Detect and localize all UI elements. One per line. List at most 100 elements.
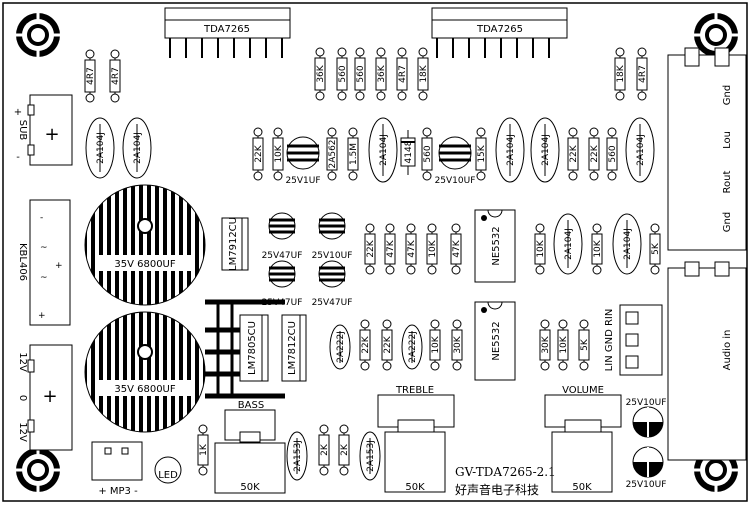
opamp-2: NE5532 <box>474 301 516 381</box>
resistor: 30K <box>539 319 551 371</box>
svg-text:+: + <box>44 124 59 145</box>
out-pin-2: Lou <box>722 131 733 149</box>
big-cap-1: 35V 6800UF <box>84 184 206 306</box>
resistor-label: 1.5M <box>349 143 359 165</box>
resistor-label: 560 <box>423 145 433 162</box>
mid-cap-1-label: 25V47UF <box>262 251 303 261</box>
film-capacitor: 2A104J <box>530 117 560 183</box>
film-capacitor: 2A153J <box>286 431 308 481</box>
resistor-label: 22K <box>569 144 579 162</box>
resistor: 10K <box>429 319 441 371</box>
resistor: 10K <box>534 223 546 275</box>
sub-label: SUB <box>17 120 28 141</box>
resistor: 22K <box>364 223 376 275</box>
film-cap-label: 2A222J <box>336 331 346 363</box>
elec-cap-1uf: 25V1UF <box>285 136 321 186</box>
resistor: 30K <box>451 319 463 371</box>
heatsink-icon <box>205 299 285 399</box>
resistor-label: 47K <box>407 239 417 257</box>
film-cap-label: 2A104J <box>636 134 646 166</box>
regulator-7912: LM7912CU <box>221 217 249 271</box>
right-cap-1: 25V10UF <box>626 398 666 438</box>
big-cap-1-label: 35V 6800UF <box>114 259 176 270</box>
sub-plus-label: + <box>14 107 22 118</box>
resistor: 22K <box>567 127 579 181</box>
mp3-connector[interactable]: + MP3 - <box>91 441 143 497</box>
op1-label: NE5532 <box>491 226 502 265</box>
film-cap-label: 2A153J <box>293 440 303 472</box>
resistor: 560 <box>354 47 366 101</box>
v0-label: 0 <box>17 395 28 401</box>
resistor-label: 2K <box>320 443 330 456</box>
mp3-label: + MP3 - <box>98 486 138 497</box>
volume-pot[interactable]: VOLUME 50K <box>544 385 622 493</box>
treble-value: 50K <box>405 482 425 493</box>
elec1-label: 25V1UF <box>285 176 320 186</box>
resistor: 22K <box>359 319 371 371</box>
led-icon: LED <box>154 456 182 484</box>
resistor: 47K <box>384 223 396 275</box>
ic2-label: TDA7265 <box>476 24 523 35</box>
elec-cap-10uf: 25V10UF <box>435 136 476 186</box>
film-capacitor: 2A104J <box>122 117 152 179</box>
resistor-label: 22K <box>366 239 376 257</box>
resistor-label: 18K <box>616 64 626 82</box>
op2-label: NE5532 <box>491 321 502 360</box>
volume-value: 50K <box>572 482 592 493</box>
resistor-label: 22K <box>590 144 600 162</box>
mid-cap-2-label: 25V10UF <box>312 251 353 261</box>
resistor-label: 4R7 <box>638 65 648 83</box>
resistor: 560 <box>336 47 348 101</box>
resistor: 10K <box>426 223 438 275</box>
resistor-label: 22K <box>361 335 371 353</box>
resistor: 36K <box>375 47 387 101</box>
film-cap-label: 2A104J <box>564 228 574 260</box>
resistor: 18K <box>417 47 429 101</box>
audio-in-connector[interactable]: Audio in <box>667 261 747 461</box>
film-capacitor: 2A222J <box>401 324 423 370</box>
resistor-label: 10K <box>536 239 546 257</box>
resistor-label: 47K <box>386 239 396 257</box>
bridge-rectifier: KBL406 - ~ ~ + + <box>17 199 71 326</box>
treble-label: TREBLE <box>395 385 434 396</box>
resistor: 4R7 <box>396 47 408 101</box>
resistor-label: 10K <box>274 144 284 162</box>
resistor-label: 10K <box>559 335 569 353</box>
output-connector[interactable]: Gnd Lou Rout Gnd <box>667 47 747 251</box>
film-capacitor: 2A104J <box>625 117 655 183</box>
amp-chip-2: TDA7265 <box>431 7 568 58</box>
input-connector[interactable]: LIN GND RIN <box>604 304 663 376</box>
film-cap-label: 2A153J <box>366 440 376 472</box>
film-cap-label: 2A104J <box>506 134 516 166</box>
resistor: 560 <box>421 127 433 181</box>
svg-text:~: ~ <box>40 243 48 253</box>
maker-text: 好声音电子科技 <box>455 482 539 497</box>
mid-cap-3-label: 25V47UF <box>262 298 303 308</box>
resistor: 4R7 <box>636 47 648 101</box>
film-capacitor: 2A153J <box>359 431 381 481</box>
resistor: 1.5M <box>347 127 359 181</box>
film-capacitor: 2A104J <box>85 117 115 179</box>
out-pin-4: Gnd <box>722 212 733 232</box>
resistor-label: 30K <box>541 335 551 353</box>
elec2-label: 25V10UF <box>435 176 476 186</box>
film-capacitor: 2A222J <box>329 324 351 370</box>
resistor: 10K <box>591 223 603 275</box>
bass-pot[interactable]: BASS 50K <box>214 400 286 494</box>
audio-in-label: Audio in <box>722 330 733 371</box>
film-capacitor: 2A104J <box>612 213 642 275</box>
resistor: 5K <box>578 319 590 371</box>
v12-label: 12V <box>17 352 28 372</box>
resistor-label: 22K <box>254 144 264 162</box>
svg-text:+: + <box>42 386 57 407</box>
treble-pot[interactable]: TREBLE 50K <box>377 385 455 493</box>
resistor-label: 30K <box>453 335 463 353</box>
mid-cap-1: 25V47UF <box>262 212 303 261</box>
kbl-label: KBL406 <box>17 243 28 281</box>
resistor: 47K <box>405 223 417 275</box>
bridge-plus-label: + <box>38 311 46 321</box>
model-text: GV-TDA7265-2.1 <box>455 465 556 479</box>
mounting-hole-icon <box>16 13 60 57</box>
mid-cap-4-label: 25V47UF <box>312 298 353 308</box>
